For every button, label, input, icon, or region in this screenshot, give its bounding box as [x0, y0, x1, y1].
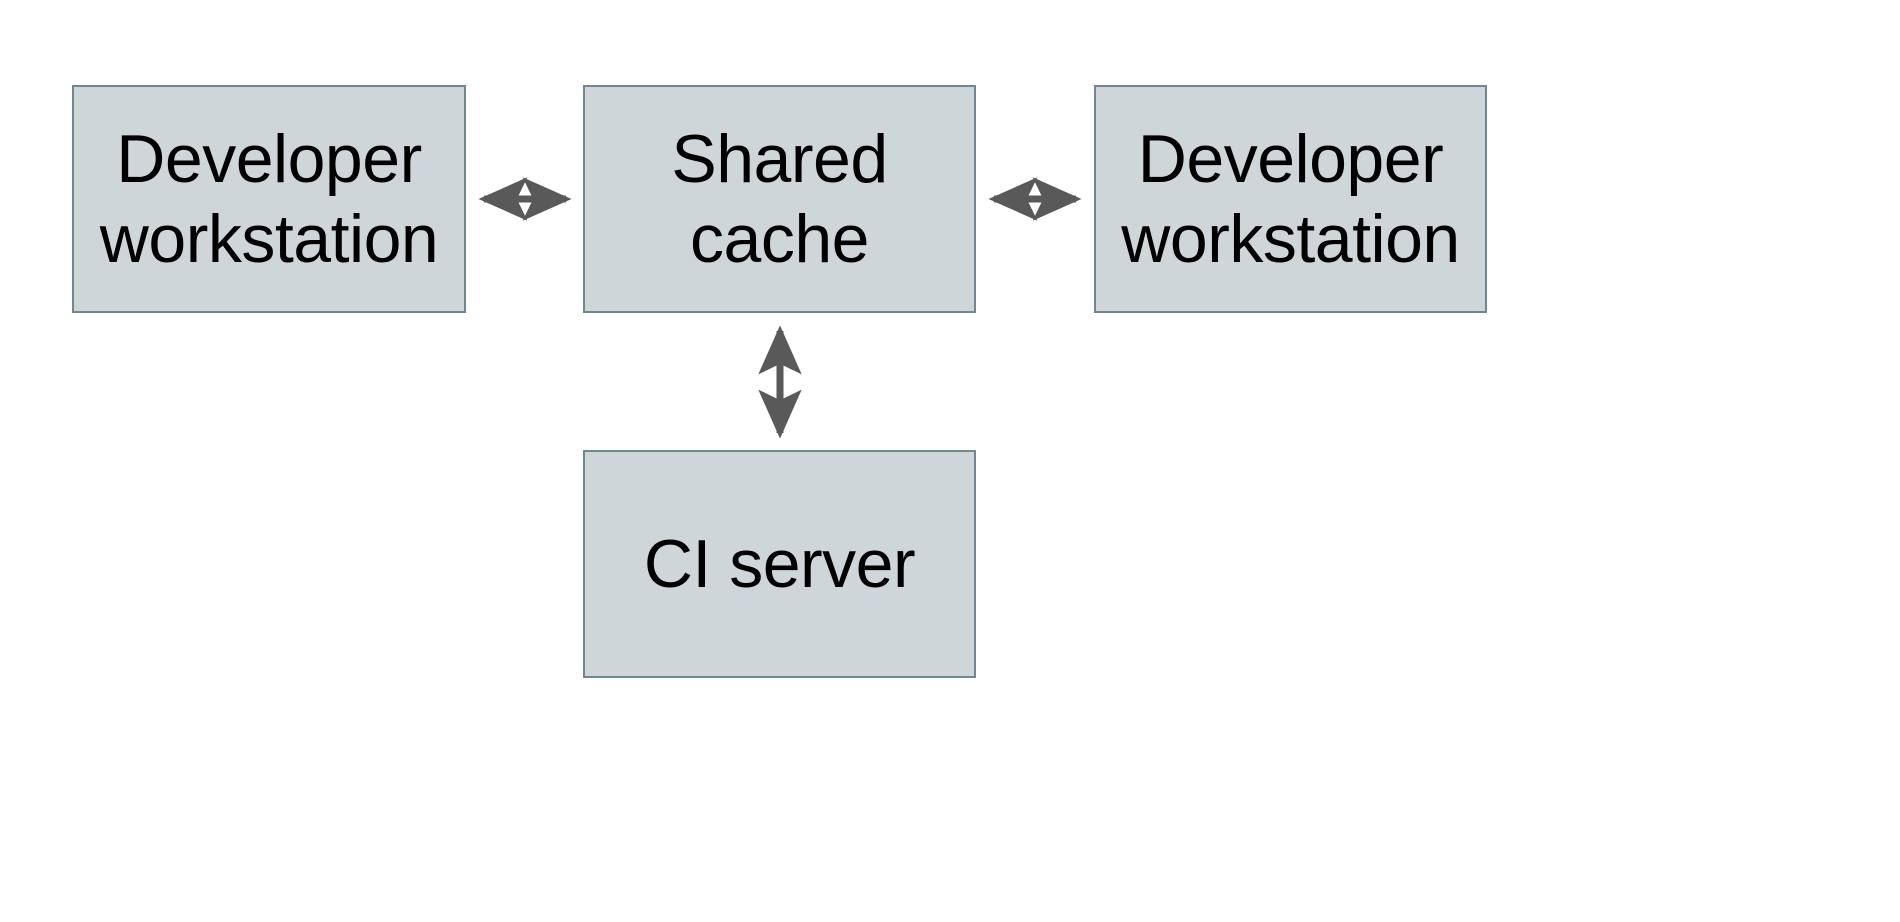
- node-ci-server[interactable]: CI server: [583, 450, 976, 678]
- node-developer-workstation-left[interactable]: Developer workstation: [72, 85, 466, 313]
- node-developer-workstation-right[interactable]: Developer workstation: [1094, 85, 1487, 313]
- node-shared-cache[interactable]: Shared cache: [583, 85, 976, 313]
